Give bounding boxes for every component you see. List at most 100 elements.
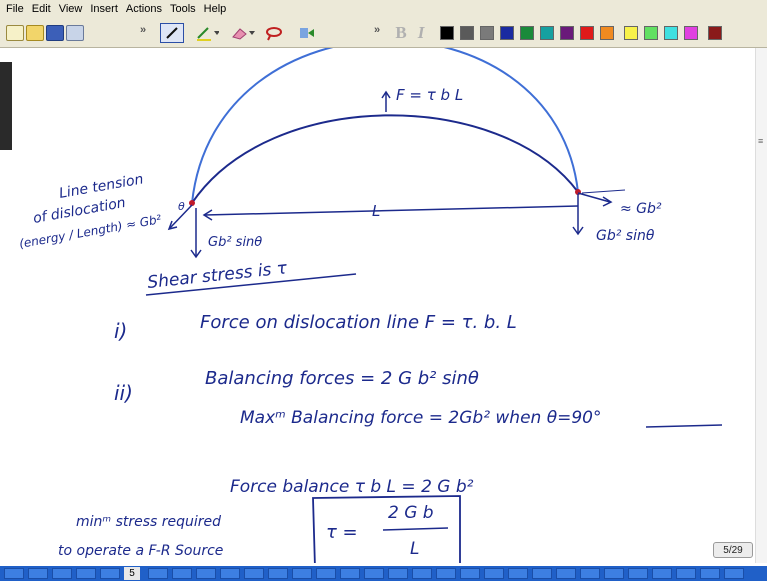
force-label: F = τ b L (396, 86, 463, 104)
bowed-loop-inner (191, 114, 579, 204)
page-tab-8[interactable] (196, 568, 216, 579)
color-maroon-swatch[interactable] (708, 26, 722, 40)
toolbar-overflow-icon[interactable]: » (140, 24, 147, 36)
page-tab-9[interactable] (220, 568, 240, 579)
note-canvas[interactable]: F = τ b L L θ Gb² sinθ Line tension of d… (0, 48, 755, 563)
page-tab-25[interactable] (604, 568, 624, 579)
result-numerator: 2 G b (388, 503, 434, 523)
toolbar: » » B I (0, 18, 767, 48)
right-down-arrow-head (572, 226, 584, 236)
item-1-text: Force on dislocation line F = τ. b. L (200, 312, 517, 333)
item-2-number: ii) (114, 381, 133, 405)
page-tab-24[interactable] (580, 568, 600, 579)
color-cyan-swatch[interactable] (664, 26, 678, 40)
pinning-point-left (189, 200, 195, 206)
color-black-swatch[interactable] (440, 26, 454, 40)
force-arrow-head (381, 90, 391, 99)
right-gb2-label: ≈ Gb² (620, 201, 662, 217)
page-tab-16[interactable] (388, 568, 408, 579)
page-tab-17[interactable] (412, 568, 432, 579)
page-tab-5[interactable] (100, 568, 120, 579)
color-blue-swatch[interactable] (500, 26, 514, 40)
max-balancing-force-text: Maxᵐ Balancing force = 2Gb² when θ=90° (240, 408, 602, 428)
toolbar-overflow-icon-2[interactable]: » (374, 24, 381, 36)
page-tab-18[interactable] (436, 568, 456, 579)
page-tab-28[interactable] (676, 568, 696, 579)
page-indicator: 5/29 (713, 542, 753, 558)
page-tab-13[interactable] (316, 568, 336, 579)
current-page-tab-label[interactable]: 5 (124, 567, 140, 580)
color-lightgreen-swatch[interactable] (644, 26, 658, 40)
page-tab-4[interactable] (76, 568, 96, 579)
item-2-text: Balancing forces = 2 G b² sinθ (205, 368, 479, 389)
page-tab-1[interactable] (4, 568, 24, 579)
page-tab-27[interactable] (652, 568, 672, 579)
menu-actions[interactable]: Actions (125, 3, 162, 15)
page-tab-2[interactable] (28, 568, 48, 579)
bold-icon[interactable]: B (395, 23, 407, 42)
color-teal-swatch[interactable] (540, 26, 554, 40)
italic-icon[interactable]: I (417, 23, 425, 42)
page-tab-15[interactable] (364, 568, 384, 579)
color-red-swatch[interactable] (580, 26, 594, 40)
right-tension-arrow-head (602, 196, 613, 207)
color-darkgray-swatch[interactable] (460, 26, 474, 40)
page-tab-6[interactable] (148, 568, 168, 579)
page-tab-23[interactable] (556, 568, 576, 579)
menu-file[interactable]: File (6, 3, 24, 15)
force-balance-text: Force balance τ b L = 2 G b² (230, 477, 474, 497)
result-denominator: L (410, 539, 419, 559)
color-magenta-swatch[interactable] (684, 26, 698, 40)
menu-insert[interactable]: Insert (90, 3, 118, 15)
color-yellow-swatch[interactable] (624, 26, 638, 40)
eraser-icon[interactable] (228, 23, 258, 43)
result-box (312, 495, 461, 563)
insert-space-icon[interactable] (296, 23, 318, 43)
page-tab-3[interactable] (52, 568, 72, 579)
right-reference-line (581, 189, 626, 194)
menu-bar: File Edit View Insert Actions Tools Help (0, 0, 767, 18)
result-fraction-bar (382, 527, 449, 531)
page-tab-21[interactable] (508, 568, 528, 579)
right-gb2-sin-label: Gb² sinθ (596, 228, 655, 244)
left-tension-arrow (169, 204, 193, 229)
save-icon[interactable] (46, 23, 64, 43)
open-icon[interactable] (26, 23, 44, 43)
theta-left: θ (178, 200, 185, 213)
right-tension-arrow (577, 192, 611, 203)
color-gray-swatch[interactable] (480, 26, 494, 40)
pen-tool-icon[interactable] (160, 23, 184, 43)
shear-underline (145, 273, 357, 296)
lasso-icon[interactable] (262, 23, 292, 43)
color-green-swatch[interactable] (520, 26, 534, 40)
color-orange-swatch[interactable] (600, 26, 614, 40)
highlighter-icon[interactable] (192, 23, 222, 43)
page-tab-12[interactable] (292, 568, 312, 579)
menu-help[interactable]: Help (203, 3, 227, 15)
menu-tools[interactable]: Tools (169, 3, 196, 15)
page-tab-22[interactable] (532, 568, 552, 579)
length-arrow (204, 205, 579, 216)
left-panel-edge (0, 62, 12, 150)
item-1-number: i) (114, 319, 127, 343)
new-page-icon[interactable] (6, 23, 24, 43)
min-stress-label-1: minᵐ stress required (76, 514, 221, 530)
vertical-scrollbar[interactable]: ≡ (755, 48, 767, 563)
menu-edit[interactable]: Edit (31, 3, 51, 15)
menu-view[interactable]: View (58, 3, 83, 15)
color-purple-swatch[interactable] (560, 26, 574, 40)
page-tab-26[interactable] (628, 568, 648, 579)
page-tab-11[interactable] (268, 568, 288, 579)
page-tab-19[interactable] (460, 568, 480, 579)
left-gb2-sin-label: Gb² sinθ (208, 235, 262, 250)
length-label: L (372, 202, 380, 220)
page-tab-7[interactable] (172, 568, 192, 579)
page-tab-29[interactable] (700, 568, 720, 579)
left-down-arrow-head (190, 249, 202, 259)
page-tab-14[interactable] (340, 568, 360, 579)
page-tab-10[interactable] (244, 568, 264, 579)
page-marker-icon: ≡ (758, 136, 764, 146)
print-icon[interactable] (66, 23, 84, 43)
page-tab-20[interactable] (484, 568, 504, 579)
page-tab-30[interactable] (724, 568, 744, 579)
